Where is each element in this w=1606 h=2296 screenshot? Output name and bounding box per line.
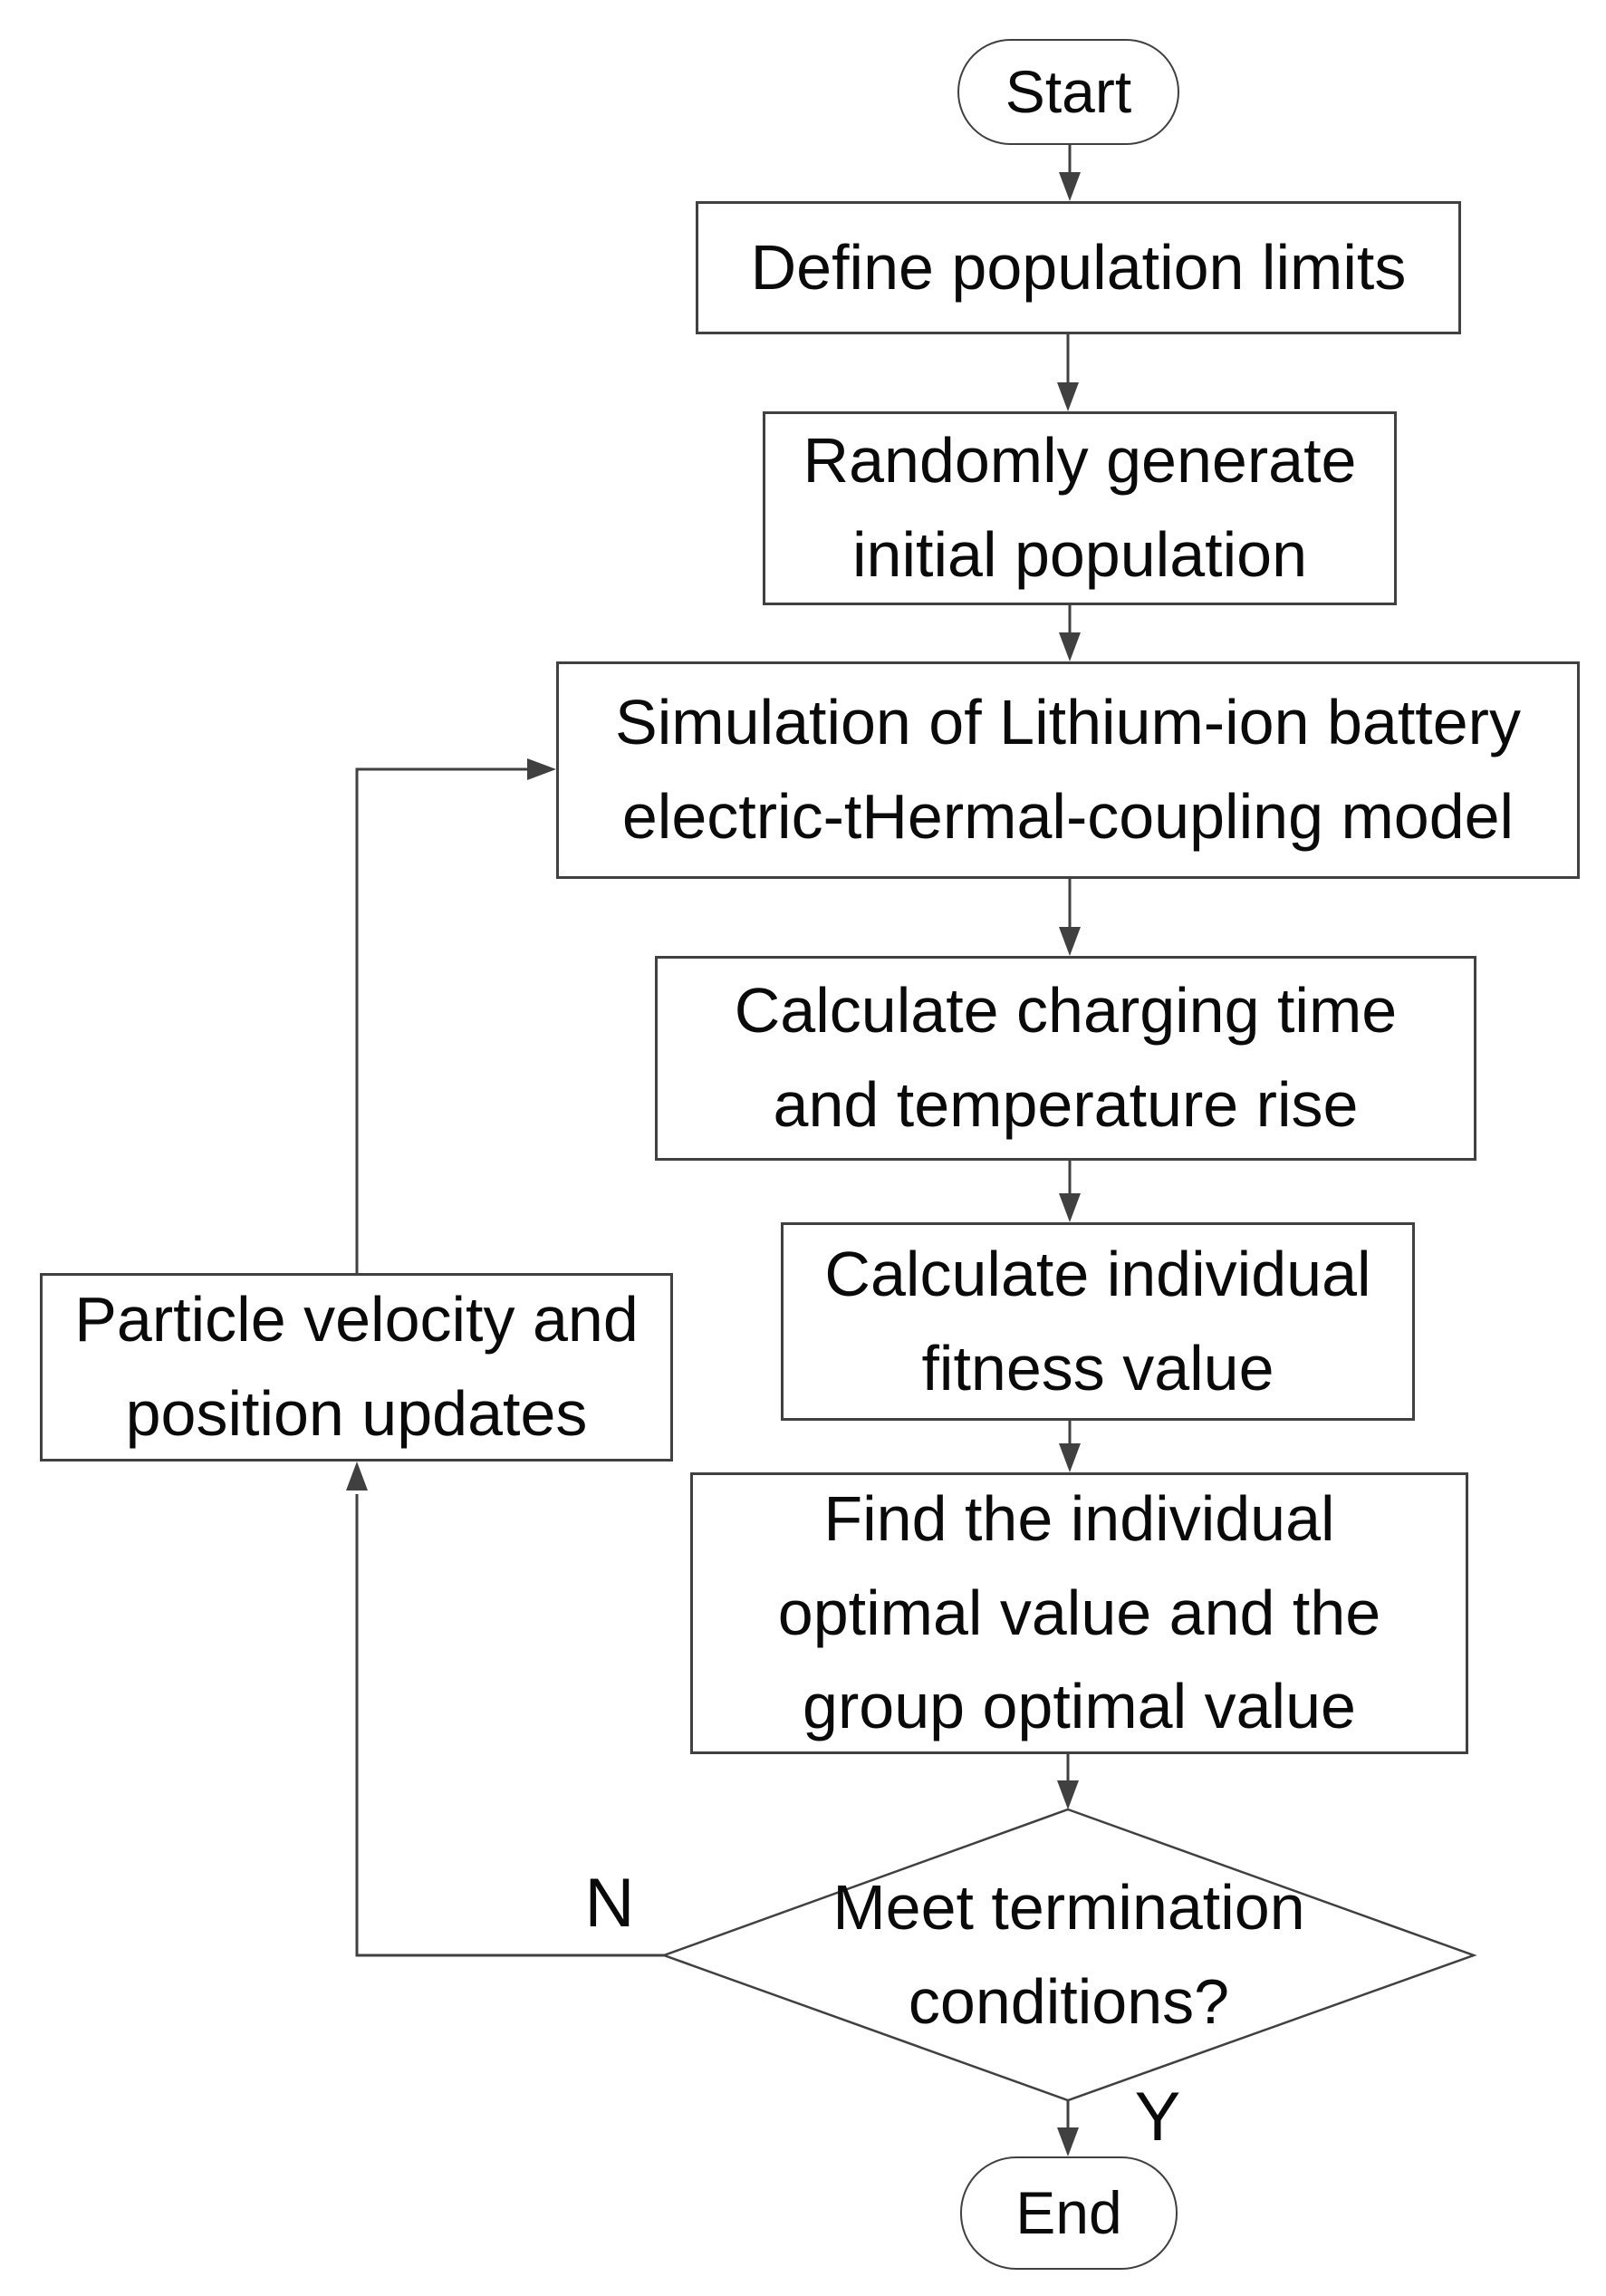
arrowhead-define xyxy=(1059,172,1081,201)
node-particle-velocity-position-updates: Particle velocity and position updates xyxy=(40,1273,673,1462)
node-simulation-model-label: Simulation of Lithium-ion battery electr… xyxy=(615,687,1521,852)
arrowhead-optimal xyxy=(1059,1443,1081,1472)
node-meet-termination-conditions: Meet termination conditions? xyxy=(797,1847,1341,2064)
node-find-optimal-values-label: Find the individual optimal value and th… xyxy=(777,1483,1381,1742)
node-find-optimal-values: Find the individual optimal value and th… xyxy=(690,1472,1468,1754)
node-randomly-generate-initial-population-label: Randomly generate initial population xyxy=(803,425,1357,590)
arrowhead-simulation xyxy=(1059,632,1081,661)
node-end: End xyxy=(960,2156,1178,2270)
node-calculate-charging-time: Calculate charging time and temperature … xyxy=(655,956,1476,1161)
node-calculate-charging-time-label: Calculate charging time and temperature … xyxy=(734,975,1398,1140)
arrowhead-termination xyxy=(1057,1780,1079,1809)
node-define-population-limits-label: Define population limits xyxy=(750,231,1407,303)
node-calculate-fitness-value: Calculate individual fitness value xyxy=(781,1222,1415,1421)
node-start-label: Start xyxy=(1005,57,1132,125)
branch-label-no: N xyxy=(573,1865,646,1942)
branch-label-no-text: N xyxy=(584,1864,635,1942)
node-randomly-generate-initial-population: Randomly generate initial population xyxy=(763,411,1397,605)
node-simulation-model: Simulation of Lithium-ion battery electr… xyxy=(556,661,1580,879)
edge-update-to-simulation xyxy=(355,767,531,1273)
edge-termination-to-update xyxy=(355,1494,664,1957)
arrowhead-charging xyxy=(1059,927,1081,956)
node-start: Start xyxy=(957,39,1179,145)
node-meet-termination-conditions-label: Meet termination conditions? xyxy=(832,1872,1305,2037)
arrowhead-fitness xyxy=(1059,1193,1081,1222)
node-particle-velocity-position-updates-label: Particle velocity and position updates xyxy=(74,1284,639,1449)
branch-label-yes-text: Y xyxy=(1134,2078,1181,2156)
arrowhead-loop-simulation xyxy=(527,758,556,780)
arrowhead-random xyxy=(1057,382,1079,411)
branch-label-yes: Y xyxy=(1121,2078,1194,2156)
node-define-population-limits: Define population limits xyxy=(696,201,1461,334)
arrowhead-end xyxy=(1057,2127,1079,2156)
node-end-label: End xyxy=(1015,2178,1122,2246)
arrowhead-update xyxy=(346,1462,368,1490)
node-calculate-fitness-value-label: Calculate individual fitness value xyxy=(824,1238,1371,1404)
